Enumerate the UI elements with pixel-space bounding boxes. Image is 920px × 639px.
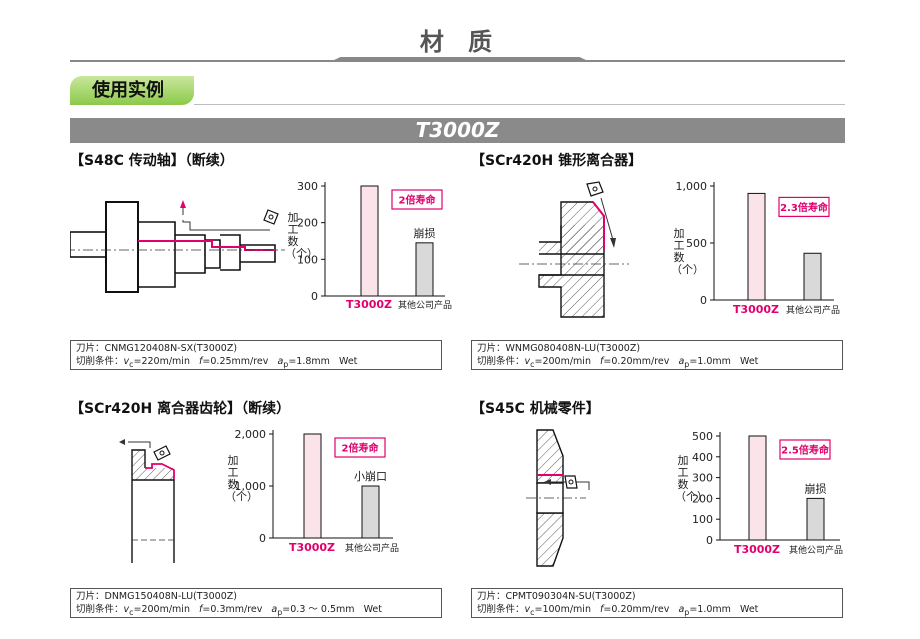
y-tick-label: 200 xyxy=(692,492,713,505)
x-label-competitor: 其他公司产品 xyxy=(398,299,452,311)
y-tick-label: 200 xyxy=(297,217,318,230)
x-label-t3000z: T3000Z xyxy=(289,541,335,554)
y-axis-title: 加工数（个） xyxy=(675,455,708,503)
y-tick-label: 500 xyxy=(686,237,707,250)
case-title: 【S45C 机械零件】 xyxy=(471,401,600,417)
y-tick-label: 0 xyxy=(706,534,713,547)
bar-competitor xyxy=(806,497,825,541)
y-tick-label: 0 xyxy=(259,532,266,545)
cutting-conditions: 切削条件：vc=100m/min f=0.20mm/rev ap=1.0mm W… xyxy=(477,604,759,617)
y-tick-label: 500 xyxy=(692,430,713,443)
section-tab: 使用实例 xyxy=(70,76,194,105)
life-badge-box xyxy=(391,189,443,210)
title-rule xyxy=(70,60,845,62)
bar-t3000z xyxy=(303,433,322,539)
cutting-conditions: 切削条件：vc=200m/min f=0.3mm/rev ap=0.3 ～ 0.… xyxy=(76,604,382,617)
bar-t3000z xyxy=(360,185,379,297)
bar-t3000z xyxy=(748,435,767,541)
life-badge-text: 2倍寿命 xyxy=(399,194,437,207)
competitor-failure-note: 崩损 xyxy=(414,226,436,240)
life-badge-box xyxy=(779,439,831,460)
y-tick-label: 1,000 xyxy=(235,480,267,493)
title-rule-bump xyxy=(330,57,590,62)
life-badge-text: 2倍寿命 xyxy=(342,442,380,455)
y-tick-label: 0 xyxy=(700,294,707,307)
life-badge-box xyxy=(334,437,386,458)
workpiece-drawing-shaft xyxy=(70,200,285,293)
workpiece-drawing-part xyxy=(526,429,590,567)
x-label-t3000z: T3000Z xyxy=(734,543,780,556)
cutting-conditions-box: 刀片：CNMG120408N-SX(T3000Z) 切削条件：vc=220m/m… xyxy=(70,340,442,370)
y-tick-label: 100 xyxy=(692,513,713,526)
bar-competitor xyxy=(361,485,380,539)
y-axis-title-text: 加工数（个） xyxy=(225,454,258,503)
competitor-failure-note: 小崩口 xyxy=(354,469,387,483)
y-tick-label: 300 xyxy=(692,472,713,485)
x-label-competitor: 其他公司产品 xyxy=(786,304,840,316)
bar-competitor xyxy=(415,242,434,297)
y-axis-title-text: 加工数（个） xyxy=(675,454,708,503)
insert-spec: 刀片：CNMG120408N-SX(T3000Z) xyxy=(76,343,238,354)
page-title: 材 质 xyxy=(419,28,501,56)
insert-spec: 刀片：CPMT090304N-SU(T3000Z) xyxy=(477,591,636,602)
cutting-conditions-box: 刀片：CPMT090304N-SU(T3000Z) 切削条件：vc=100m/m… xyxy=(471,588,843,618)
competitor-failure-note: 崩损 xyxy=(805,481,827,495)
y-tick-label: 300 xyxy=(297,180,318,193)
y-axis-title-text: 加工数（个） xyxy=(285,211,318,260)
x-label-t3000z: T3000Z xyxy=(346,298,392,311)
life-badge-box xyxy=(778,196,830,218)
insert-spec: 刀片：DNMG150408N-LU(T3000Z) xyxy=(76,591,237,602)
y-tick-label: 100 xyxy=(297,253,318,266)
workpiece-drawing-gear xyxy=(119,439,175,563)
cutting-conditions-box: 刀片：WNMG080408N-LU(T3000Z) 切削条件：vc=200m/m… xyxy=(471,340,843,370)
y-axis-title: 加工数（个） xyxy=(225,455,258,503)
insert-spec: 刀片：WNMG080408N-LU(T3000Z) xyxy=(477,343,641,354)
y-axis-title: 加工数（个） xyxy=(285,212,318,260)
y-tick-label: 400 xyxy=(692,451,713,464)
workpiece-drawing-cone xyxy=(519,181,629,318)
bar-t3000z xyxy=(747,192,766,301)
y-tick-label: 1,000 xyxy=(676,180,708,193)
x-label-competitor: 其他公司产品 xyxy=(345,542,399,554)
cutting-conditions: 切削条件：vc=200m/min f=0.20mm/rev ap=1.0mm W… xyxy=(477,356,759,369)
x-label-competitor: 其他公司产品 xyxy=(789,544,843,556)
y-tick-label: 2,000 xyxy=(235,428,267,441)
y-axis-title: 加工数（个） xyxy=(671,228,704,276)
case-title: 【S48C 传动轴】（断续） xyxy=(70,153,234,169)
cutting-conditions: 切削条件：vc=220m/min f=0.25mm/rev ap=1.8mm W… xyxy=(76,356,358,369)
life-badge-text: 2.3倍寿命 xyxy=(780,201,829,214)
x-label-t3000z: T3000Z xyxy=(733,303,779,316)
section-divider xyxy=(194,104,845,105)
case-title: 【SCr420H 离合器齿轮】（断续） xyxy=(70,401,291,417)
grade-banner: T3000Z xyxy=(70,118,845,143)
cutting-conditions-box: 刀片：DNMG150408N-LU(T3000Z) 切削条件：vc=200m/m… xyxy=(70,588,442,618)
bar-competitor xyxy=(803,252,822,301)
y-tick-label: 0 xyxy=(311,290,318,303)
life-badge-text: 2.5倍寿命 xyxy=(781,444,830,457)
case-title: 【SCr420H 锥形离合器】 xyxy=(471,153,643,169)
y-axis-title-text: 加工数（个） xyxy=(671,227,704,276)
